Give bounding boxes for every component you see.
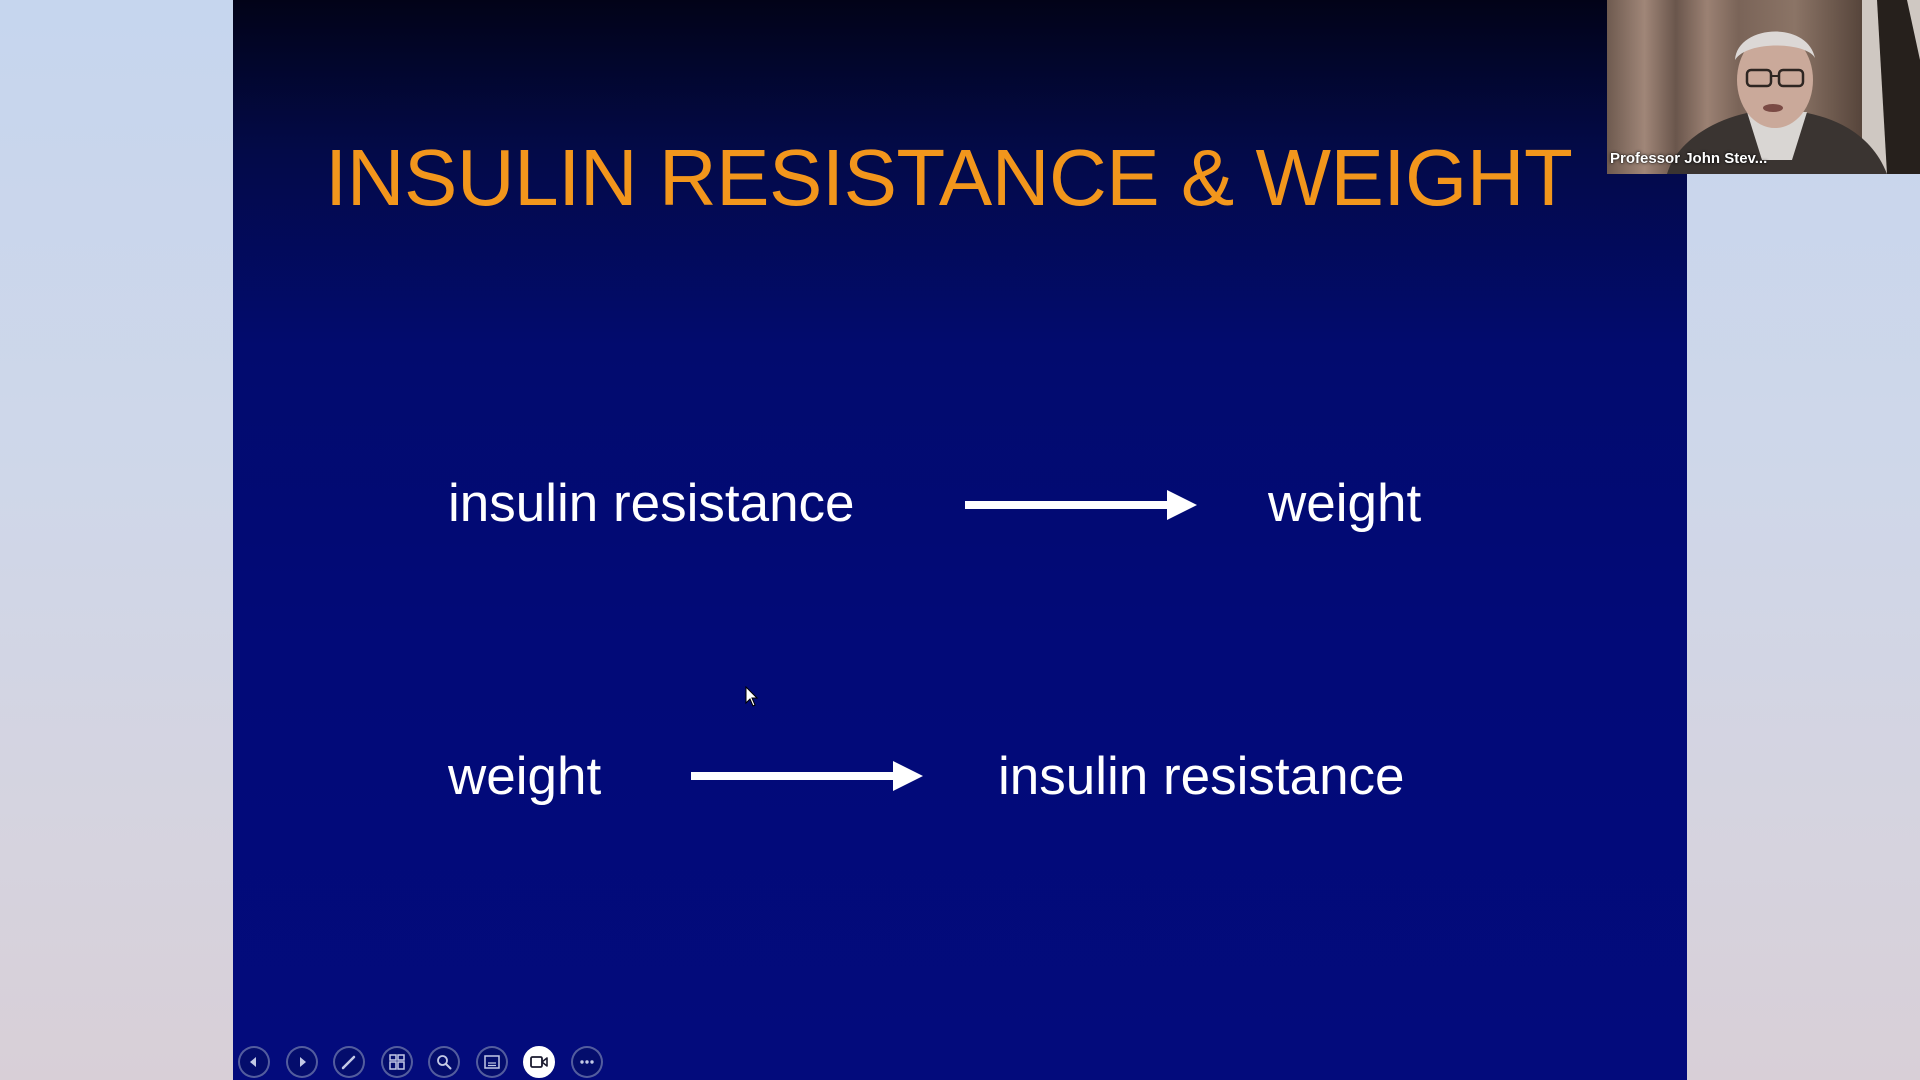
mouse-cursor-icon [745, 686, 759, 707]
next-arrow-icon [299, 1057, 306, 1067]
slideshow-toolbar [238, 1044, 618, 1080]
see-all-slides-button[interactable] [380, 1046, 413, 1078]
subtitles-icon [483, 1055, 500, 1069]
camera-button[interactable] [523, 1046, 555, 1078]
arrow-right-icon [965, 490, 1197, 520]
presentation-slide: INSULIN RESISTANCE & WEIGHT insulin resi… [233, 0, 1687, 1080]
previous-slide-button[interactable] [238, 1046, 270, 1078]
pen-icon [341, 1055, 356, 1070]
ellipsis-icon [579, 1060, 594, 1064]
row1-left-text: insulin resistance [448, 474, 855, 533]
row2-right-text: insulin resistance [998, 747, 1405, 806]
pen-tool-button[interactable] [333, 1046, 365, 1078]
zoom-button[interactable] [428, 1046, 460, 1078]
participant-video-tile[interactable] [1607, 0, 1920, 174]
participant-name-label: Professor John Stev... [1610, 150, 1768, 167]
next-slide-button[interactable] [285, 1046, 318, 1078]
more-options-button[interactable] [570, 1046, 603, 1078]
subtitles-button[interactable] [475, 1046, 508, 1078]
grid-slides-icon [388, 1054, 405, 1070]
row1-right-text: weight [1268, 474, 1422, 533]
magnifier-icon [437, 1055, 452, 1070]
video-camera-icon [530, 1056, 548, 1068]
row2-left-text: weight [448, 747, 602, 806]
arrow-right-icon [691, 761, 923, 791]
previous-arrow-icon [250, 1057, 256, 1067]
participant-video-image [1607, 0, 1920, 174]
slide-title: INSULIN RESISTANCE & WEIGHT [325, 133, 1573, 222]
